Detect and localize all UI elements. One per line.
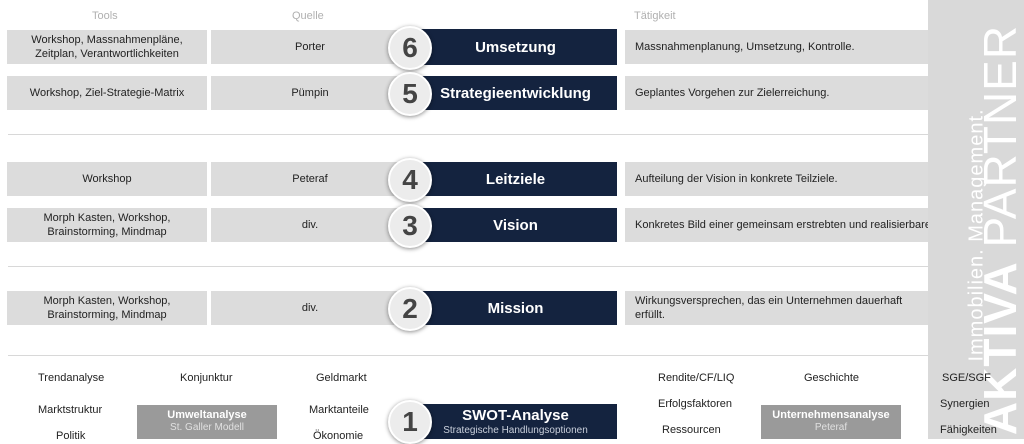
separator-2 [8, 266, 928, 267]
left-item-geldmarkt: Geldmarkt [316, 372, 367, 384]
left-item-marktstruktur: Marktstruktur [38, 404, 103, 416]
activity-text-5: Geplantes Vorgehen zur Zielerreichung. [635, 87, 830, 99]
tools-text-3: Morph Kasten, Workshop, Brainstorming, M… [43, 212, 171, 238]
tools-cell-2: Morph Kasten, Workshop, Brainstorming, M… [7, 291, 207, 325]
left-item-marktanteile: Marktanteile [309, 404, 369, 416]
activity-cell-5: Geplantes Vorgehen zur Zielerreichung. [625, 76, 928, 110]
step-label-4: Leitziele [485, 170, 546, 188]
tools-cell-4: Workshop [7, 162, 207, 196]
step-box-1: SWOT-Analyse Strategische Handlungsoptio… [414, 404, 617, 439]
right-item-ressourcen: Ressourcen [662, 424, 721, 436]
activity-text-6: Massnahmenplanung, Umsetzung, Kontrolle. [635, 41, 855, 53]
brand-tagline: Immobilien. Management. [965, 108, 988, 362]
activity-cell-2: Wirkungsversprechen, das ein Unternehmen… [625, 291, 928, 325]
step-label-5: Strategieentwicklung [440, 84, 591, 102]
source-text-6: Porter [295, 41, 325, 53]
right-item-erfolgsfaktoren: Erfolgsfaktoren [658, 398, 732, 410]
source-cell-5: Pümpin [211, 76, 409, 110]
left-item-trendanalyse: Trendanalyse [38, 372, 105, 384]
activity-text-3: Konkretes Bild einer gemeinsam erstrebte… [635, 219, 980, 231]
separator-1 [8, 134, 928, 135]
separator-3 [8, 355, 928, 356]
tools-text-6: Workshop, Massnahmenpläne, Zeitplan, Ver… [31, 34, 183, 60]
left-item-politik: Politik [56, 430, 86, 442]
source-text-5: Pümpin [291, 87, 329, 99]
environment-analysis-subtitle: St. Galler Modell [170, 422, 244, 433]
step-box-6: Umsetzung [414, 29, 617, 65]
header-tools: Tools [92, 10, 118, 22]
step-number-5: 5 [388, 72, 432, 116]
right-item-sge: SGE/SGF [942, 372, 991, 384]
tools-cell-3: Morph Kasten, Workshop, Brainstorming, M… [7, 208, 207, 242]
source-cell-4: Peteraf [211, 162, 409, 196]
activity-cell-4: Aufteilung der Vision in konkrete Teilzi… [625, 162, 928, 196]
swot-title: SWOT-Analyse [462, 407, 569, 424]
activity-cell-6: Massnahmenplanung, Umsetzung, Kontrolle. [625, 30, 928, 64]
step-label-3: Vision [493, 216, 538, 234]
source-cell-6: Porter [211, 30, 409, 64]
company-analysis-title: Unternehmensanalyse [772, 409, 890, 421]
header-source: Quelle [292, 10, 324, 22]
step-number-6: 6 [388, 26, 432, 70]
activity-text-2: Wirkungsversprechen, das ein Unternehmen… [635, 295, 903, 321]
swot-subtitle: Strategische Handlungsoptionen [443, 425, 588, 436]
right-item-geschichte: Geschichte [804, 372, 860, 384]
tools-text-4: Workshop [82, 173, 132, 185]
step-label-2: Mission [487, 299, 544, 317]
tools-cell-6: Workshop, Massnahmenpläne, Zeitplan, Ver… [7, 30, 207, 64]
right-item-faehigkeiten: Fähigkeiten [940, 424, 997, 436]
source-text-3: div. [301, 219, 319, 231]
step-number-4: 4 [388, 158, 432, 202]
right-item-synergien: Synergien [940, 398, 990, 410]
brand-panel: AKTIVA PARTNER Immobilien. Management. [928, 0, 1024, 439]
step-box-3: Vision [414, 208, 617, 242]
source-text-2: div. [301, 302, 319, 314]
company-analysis-subtitle: Peteraf [814, 422, 848, 433]
environment-analysis-title: Umweltanalyse [167, 409, 247, 421]
tools-cell-5: Workshop, Ziel-Strategie-Matrix [7, 76, 207, 110]
left-item-konjunktur: Konjunktur [180, 372, 233, 384]
left-item-oekonomie: Ökonomie [313, 430, 364, 442]
company-analysis-box: Unternehmensanalyse Peteraf [761, 405, 901, 439]
step-number-1: 1 [388, 400, 432, 444]
step-number-2: 2 [388, 287, 432, 331]
right-item-rendite: Rendite/CF/LIQ [658, 372, 735, 384]
step-box-4: Leitziele [414, 162, 617, 196]
activity-text-4: Aufteilung der Vision in konkrete Teilzi… [635, 173, 838, 185]
step-box-5: Strategieentwicklung [414, 76, 617, 110]
tools-text-5: Workshop, Ziel-Strategie-Matrix [29, 87, 185, 99]
header-activity: Tätigkeit [634, 10, 676, 22]
source-text-4: Peteraf [292, 173, 328, 185]
step-label-6: Umsetzung [475, 38, 556, 56]
step-number-3: 3 [388, 204, 432, 248]
step-box-2: Mission [414, 291, 617, 325]
source-cell-2: div. [211, 291, 409, 325]
tools-text-2: Morph Kasten, Workshop, Brainstorming, M… [43, 295, 171, 321]
environment-analysis-box: Umweltanalyse St. Galler Modell [137, 405, 277, 439]
source-cell-3: div. [211, 208, 409, 242]
